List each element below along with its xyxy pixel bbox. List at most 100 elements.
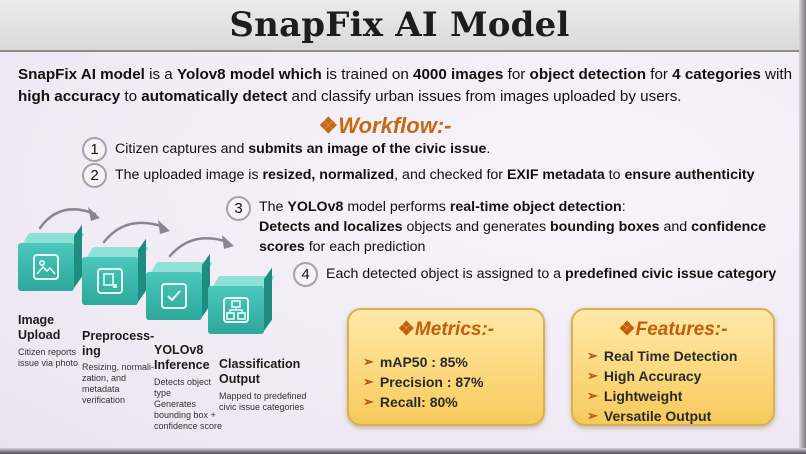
desc-line: type [154,388,172,398]
desc-line: Mapped to predefined [219,391,307,401]
intro-part: 4 categories [672,66,761,83]
feature-text: Lightweight [603,388,683,404]
check-icon [161,283,187,309]
pipeline-label-preprocessing: Preprocess- ing [82,329,154,359]
intro-part: with [760,66,793,83]
metric-text: Recall: 80% [379,394,458,410]
step-part: to [604,167,625,183]
document-icon [97,268,123,294]
desc-line: civic issue categories [219,402,305,412]
step-part: EXIF metadata [506,167,605,183]
hierarchy-icon [223,297,249,323]
step-number: 2 [82,163,107,188]
workflow-step-1: 1 Citizen captures and submits an image … [82,137,490,162]
arrow-head-icon [222,235,234,249]
pipeline-cube-inference [146,253,213,320]
metric-text: mAP50 : 85% [379,354,468,370]
intro-part: high accuracy [18,88,121,105]
step-part: for each prediction [304,239,426,255]
title-bar: SnapFix AI Model [0,0,799,52]
step-part: and [659,219,692,235]
pipeline-label-classification: Classification Output [219,357,300,387]
step-part: The [259,199,288,215]
intro-part: SnapFix AI model [18,66,145,83]
step-text: The uploaded image is resized, normalize… [115,165,755,185]
frame-edge-right [799,0,806,454]
arrow-right-icon: ➢ [587,388,598,403]
intro-part: object detection [529,66,646,83]
features-panel: ❖Features:- ➢Real Time Detection ➢High A… [571,308,775,426]
workflow-heading: ❖Workflow:- [290,113,480,139]
metric-item: ➢ Precision : 87% [363,372,483,392]
metrics-panel: ❖Metrics:- ➢mAP50 : 85% ➢Precision : 87%… [347,308,545,426]
four-diamond-icon: ❖ [397,319,415,340]
desc-line: bounding box + [154,410,216,420]
step-part: resized, normalized [262,167,395,183]
step-part: objects and generates [402,219,551,235]
arrow-head-icon [158,220,170,234]
arrow-right-icon: ➢ [587,348,598,363]
feature-text: Real Time Detection [603,348,738,364]
label-line: ing [82,344,101,358]
label-line: Preprocess- [82,329,155,343]
arrow-head-icon [88,207,100,221]
step-part: , and checked for [394,167,507,183]
intro-part: 4000 images [413,66,504,83]
step-part: YOLOv8 [287,199,344,215]
pipeline-cube-classification [208,267,275,334]
label-line: Classification [219,357,301,371]
metric-text: Precision : 87% [379,374,484,390]
metrics-list: ➢ mAP50 : 85% ➢ Precision : 87% ➢ Recall: 8… [363,352,483,412]
pipeline-desc-inference: Detects object type Generates bounding b… [154,377,222,432]
pipeline-desc-upload: Citizen reports issue via photo [18,347,78,369]
desc-line: Detects object [154,377,212,387]
features-title-text: Features:- [635,319,728,340]
step-part: real-time object detection [449,199,622,215]
image-icon [33,254,59,280]
feature-item: ➢ Real Time Detection [587,346,737,366]
step-text: Citizen captures and submits an image of… [115,139,490,159]
step-part: The uploaded image is [115,167,263,183]
step-part: Each detected object is assigned to a [326,266,565,282]
step-part: model performs [343,199,450,215]
workflow-step-3: 3 The YOLOv8 model performs real-time ob… [226,196,794,257]
intro-part: automatically detect [141,88,288,105]
arrow-right-icon: ➢ [363,354,374,369]
workflow-step-2: 2 The uploaded image is resized, normali… [82,163,755,188]
workflow-title: Workflow:- [338,113,452,138]
step-part: confidence scores [259,219,767,255]
label-line: Image [18,313,55,327]
arrow-right-icon: ➢ [587,408,598,423]
label-line: Inference [154,358,210,372]
step-text: The YOLOv8 model performs real-time obje… [259,197,794,257]
pipeline-label-inference: YOLOv8 Inference [154,343,210,373]
pipeline-cube-preprocessing [82,238,149,305]
pipeline-desc-classification: Mapped to predefined civic issue categor… [219,391,307,413]
desc-line: zation, and [82,373,127,383]
desc-line: Generates [154,399,197,409]
intro-part: for [646,66,673,83]
feature-item: ➢Versatile Output [587,406,737,426]
feature-item: ➢High Accuracy [587,366,737,386]
label-line: Output [219,372,260,386]
frame-edge-bottom [0,448,806,454]
intro-part: is a [144,66,177,83]
step-part: submits an image of the civic issue [248,141,487,157]
features-list: ➢Real Time Detection ➢High Accuracy ➢Lig… [587,346,737,426]
intro-part: to [120,88,142,105]
four-diamond-icon: ❖ [618,319,636,340]
desc-line: issue via photo [18,358,79,368]
intro-part: and classify urban issues from images up… [287,88,682,105]
intro-part: is trained on [321,66,414,83]
arrow-right-icon: ➢ [363,374,374,389]
step-part: ensure authenticity [624,167,755,183]
feature-text: High Accuracy [603,368,702,384]
step-part: : [621,199,626,215]
desc-line: metadata [82,384,120,394]
step-number: 4 [293,262,318,287]
curved-arrow-icon [38,208,97,230]
desc-line: Citizen reports [18,347,77,357]
pipeline-cube-upload [18,224,85,291]
step-part: bounding boxes [550,219,660,235]
